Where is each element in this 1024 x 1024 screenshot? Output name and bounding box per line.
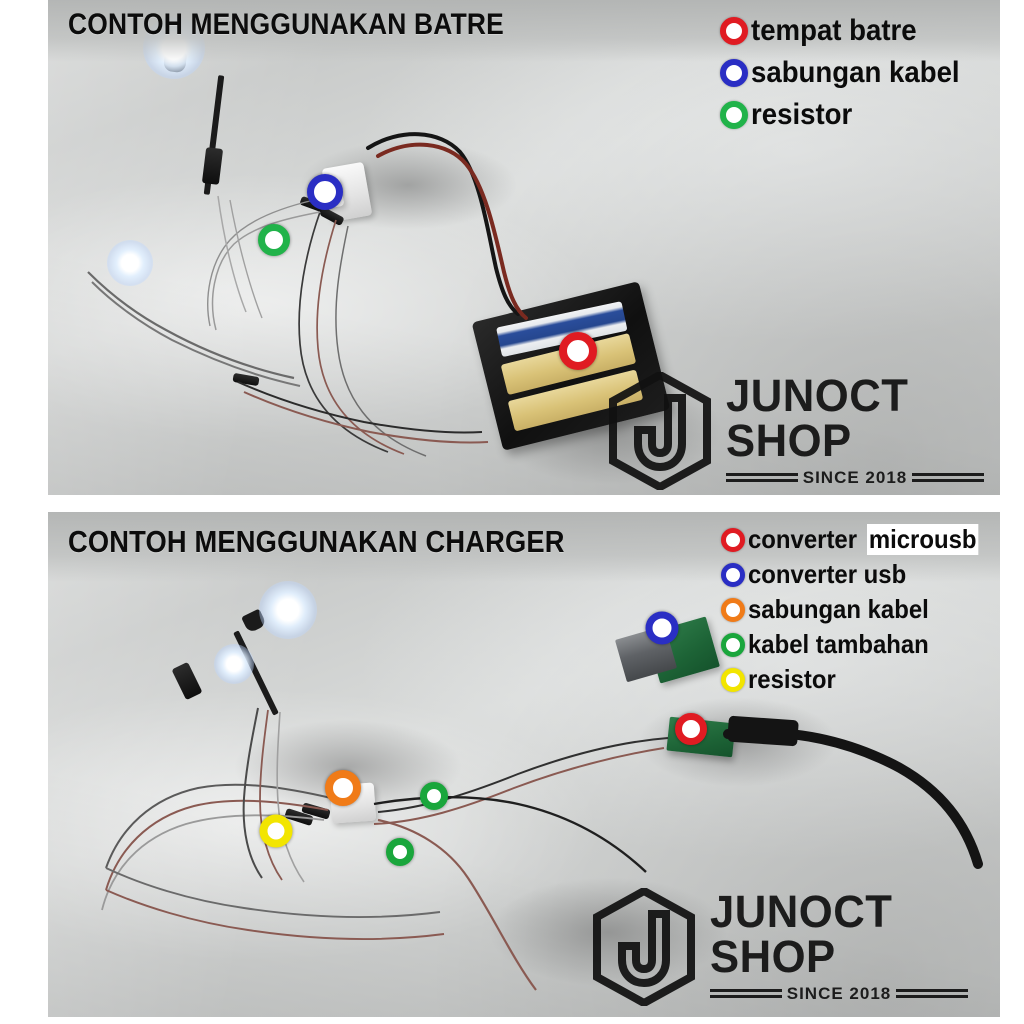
watermark-since: SINCE 2018 bbox=[786, 983, 892, 1003]
legend-item: sabungan kabel bbox=[721, 592, 988, 627]
circle-marker-icon bbox=[721, 632, 746, 657]
watermark-top: JUNOCT SHOP SINCE 2018 bbox=[608, 372, 1024, 490]
legend-label: kabel tambahan bbox=[748, 629, 930, 659]
legend-item: kabel tambahan bbox=[721, 627, 988, 662]
circle-marker-icon bbox=[721, 562, 746, 587]
legend-label: resistor bbox=[751, 98, 853, 131]
marker-resistor bbox=[258, 224, 290, 256]
circle-marker-icon bbox=[720, 59, 749, 87]
legend-label: tempat batre bbox=[751, 14, 917, 47]
watermark-name: JUNOCT SHOP bbox=[710, 886, 893, 982]
marker-kabel-tambahan-2 bbox=[386, 838, 414, 866]
circle-marker-icon bbox=[720, 101, 749, 129]
marker-resistor bbox=[259, 814, 293, 848]
legend-item: converter usb bbox=[721, 557, 988, 592]
circle-marker-icon bbox=[721, 667, 746, 692]
hexagon-j-logo-icon bbox=[609, 372, 711, 490]
title-band-bottom bbox=[48, 512, 1000, 582]
legend-item: converter microusb bbox=[721, 522, 988, 557]
legend-item: tempat batre bbox=[720, 10, 978, 52]
watermark-since: SINCE 2018 bbox=[802, 467, 908, 487]
legend-label: converter usb bbox=[748, 559, 907, 589]
marker-tempat-batre bbox=[559, 332, 597, 370]
photo-panel-charger: CONTOH MENGGUNAKAN CHARGER converter mic… bbox=[48, 512, 1000, 1017]
photo-panel-battery: CONTOH MENGGUNAKAN BATRE tempat batre sa… bbox=[48, 0, 1000, 495]
panel-title-battery: CONTOH MENGGUNAKAN BATRE bbox=[68, 8, 504, 41]
watermark-rule-right bbox=[896, 989, 968, 999]
legend-label: resistor bbox=[748, 664, 837, 694]
watermark-name: JUNOCT SHOP bbox=[726, 370, 909, 466]
wire-overlay-bottom bbox=[101, 707, 983, 991]
title-band-top bbox=[48, 0, 1000, 62]
legend-charger: converter microusb converter usb sabunga… bbox=[721, 522, 988, 697]
marker-sabungan-kabel bbox=[325, 770, 361, 806]
led-light-on bbox=[214, 644, 254, 684]
panel-title-charger: CONTOH MENGGUNAKAN CHARGER bbox=[68, 524, 565, 559]
legend-battery: tempat batre sabungan kabel resistor bbox=[720, 10, 978, 136]
watermark-bottom: JUNOCT SHOP SINCE 2018 bbox=[592, 888, 1024, 1006]
legend-item: resistor bbox=[720, 94, 978, 136]
watermark-rule-left bbox=[710, 989, 782, 999]
legend-label-highlight: microusb bbox=[866, 524, 979, 555]
wire-overlay-top bbox=[87, 132, 528, 457]
legend-item: resistor bbox=[721, 662, 988, 697]
photo-background-top bbox=[48, 0, 1000, 495]
legend-item: sabungan kabel bbox=[720, 52, 978, 94]
led-light-on bbox=[107, 240, 153, 286]
photo-background-bottom bbox=[48, 512, 1000, 1017]
circle-marker-icon bbox=[720, 17, 749, 45]
legend-label: sabungan kabel bbox=[751, 56, 960, 89]
watermark-rule-right bbox=[912, 473, 984, 483]
circle-marker-icon bbox=[721, 597, 746, 622]
marker-sabungan-kabel bbox=[307, 174, 343, 210]
led-light-on bbox=[259, 581, 317, 639]
marker-kabel-tambahan-1 bbox=[420, 782, 448, 810]
hexagon-j-logo-icon bbox=[593, 888, 695, 1006]
marker-converter-microusb bbox=[675, 713, 707, 745]
circle-marker-icon bbox=[721, 527, 746, 552]
legend-label: sabungan kabel bbox=[748, 594, 930, 624]
legend-label: converter bbox=[748, 524, 858, 554]
watermark-rule-left bbox=[726, 473, 798, 483]
marker-converter-usb bbox=[645, 611, 679, 645]
